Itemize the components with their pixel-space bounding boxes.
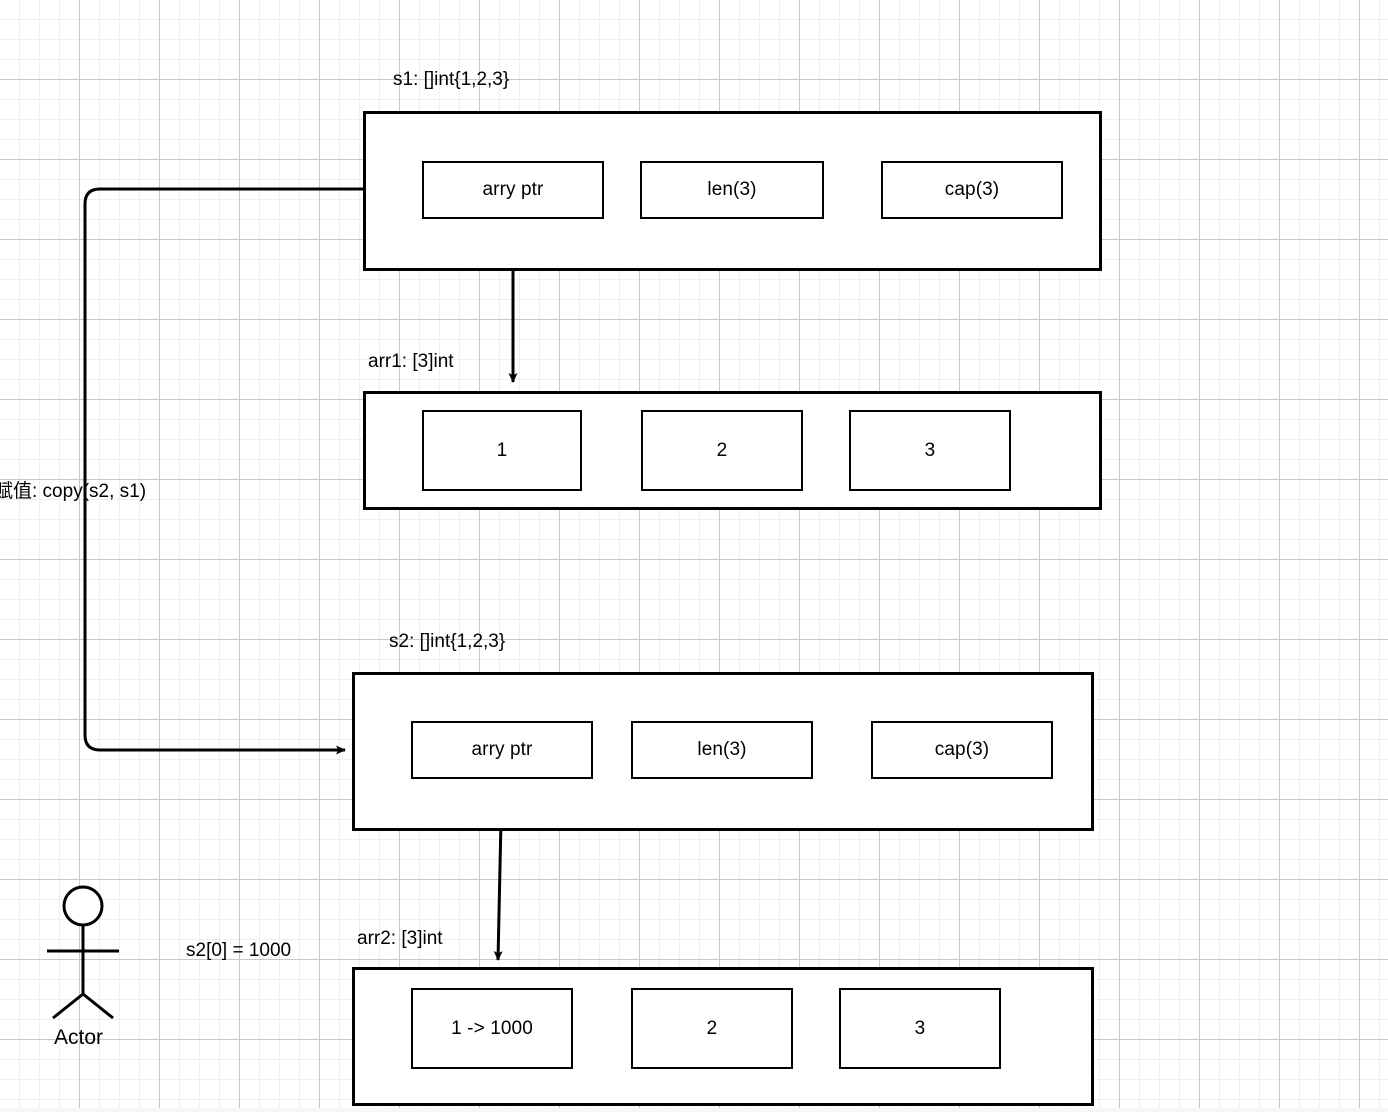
arr1-element-2: 3 bbox=[849, 410, 1011, 491]
s1-title-label: s1: []int{1,2,3} bbox=[393, 69, 510, 90]
copy-connector-path bbox=[83, 187, 363, 755]
s2-title-label: s2: []int{1,2,3} bbox=[389, 631, 506, 652]
arr2-element-1: 2 bbox=[631, 988, 793, 1069]
arr1-title-label: arr1: [3]int bbox=[368, 351, 454, 372]
s1-field-array-pointer: arry ptr bbox=[422, 161, 604, 219]
s2-field-array-pointer: arry ptr bbox=[411, 721, 593, 779]
s2-field-capacity: cap(3) bbox=[871, 721, 1053, 779]
arr2-element-0: 1 -> 1000 bbox=[411, 988, 573, 1069]
arr2-title-label: arr2: [3]int bbox=[357, 928, 443, 949]
arr1-element-1: 2 bbox=[641, 410, 803, 491]
s2-field-length: len(3) bbox=[631, 721, 813, 779]
mutate-operation-label: s2[0] = 1000 bbox=[186, 940, 292, 961]
arr1-element-0: 1 bbox=[422, 410, 582, 491]
actor-figure bbox=[47, 885, 119, 1020]
s1-field-length: len(3) bbox=[640, 161, 824, 219]
arr2-element-2: 3 bbox=[839, 988, 1001, 1069]
copy-operation-label: 赋值: copy(s2, s1) bbox=[0, 481, 147, 502]
s1-field-capacity: cap(3) bbox=[881, 161, 1063, 219]
canvas-bottom-gutter bbox=[0, 1108, 1388, 1112]
actor-label: Actor bbox=[54, 1026, 104, 1049]
